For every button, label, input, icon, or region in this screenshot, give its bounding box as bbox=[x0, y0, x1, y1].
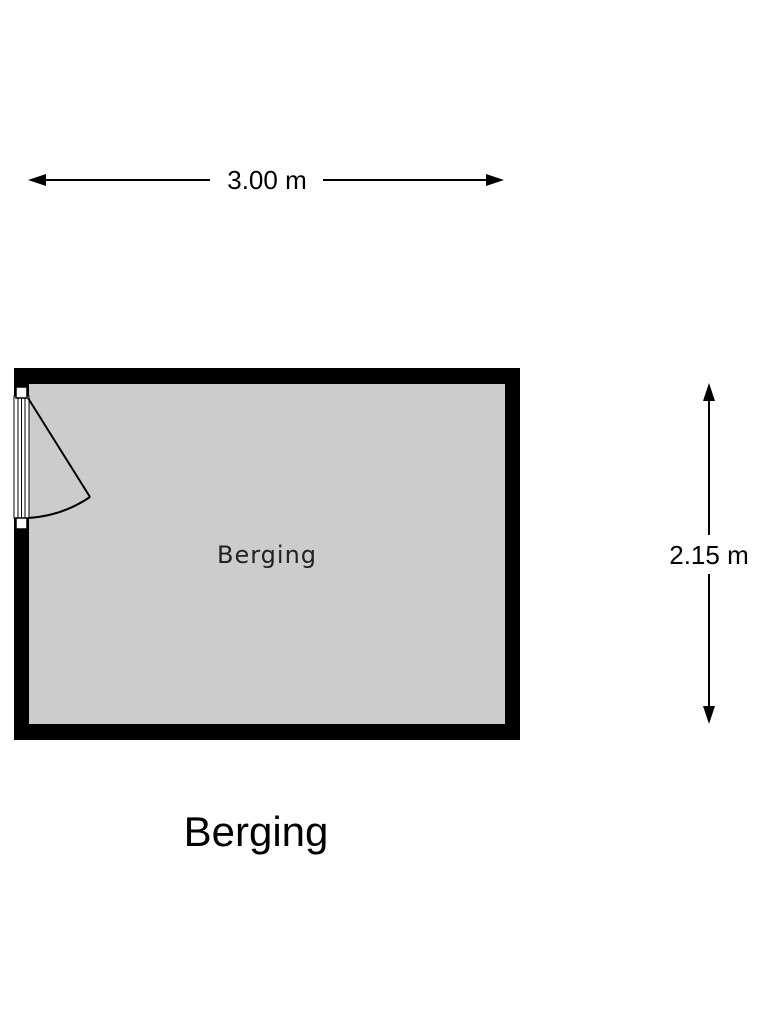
width-dimension-label: 3.00 m bbox=[227, 165, 307, 195]
room-floor bbox=[29, 384, 505, 724]
depth-arrowhead-top bbox=[703, 383, 715, 401]
door-swing-arc bbox=[27, 496, 91, 519]
depth-dimension: 2.15 m bbox=[669, 383, 749, 724]
door-leaf bbox=[27, 397, 91, 498]
depth-dimension-label: 2.15 m bbox=[669, 540, 749, 570]
room-berging: Berging bbox=[13, 368, 520, 740]
door-jamb-top bbox=[15, 386, 28, 399]
floor-title: Berging bbox=[184, 808, 329, 855]
door bbox=[13, 386, 91, 530]
width-dimension: 3.00 m bbox=[28, 165, 504, 195]
room-label: Berging bbox=[217, 541, 317, 569]
depth-arrowhead-bottom bbox=[703, 706, 715, 724]
width-arrowhead-left bbox=[28, 174, 46, 186]
door-jamb-bottom bbox=[15, 517, 28, 530]
width-arrowhead-right bbox=[486, 174, 504, 186]
